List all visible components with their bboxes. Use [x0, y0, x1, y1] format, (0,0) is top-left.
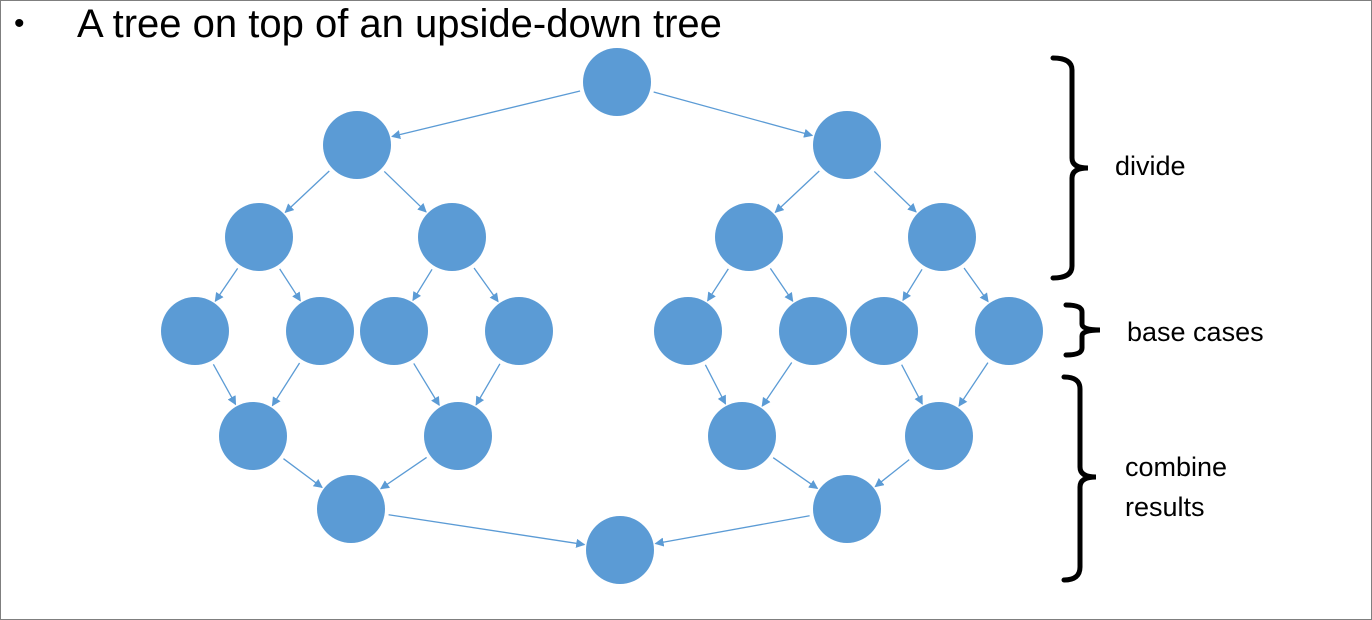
edge-root-R1 [653, 91, 814, 138]
combine-label-line2: results [1125, 492, 1205, 522]
base-cases-label: base cases [1127, 317, 1264, 347]
edge-d1-sink [388, 514, 586, 548]
edge-b3-c2 [413, 363, 440, 407]
node-b1 [161, 297, 229, 365]
node-c3 [708, 402, 776, 470]
edge-c2-d1 [379, 456, 427, 490]
edge-RL-b5 [707, 268, 729, 302]
edge-R1-RR [873, 170, 917, 213]
node-c1 [219, 402, 287, 470]
edge-b1-c1 [212, 363, 237, 406]
node-b5 [654, 297, 722, 365]
edge-LL-b1 [214, 268, 239, 302]
edge-b2-c1 [271, 362, 301, 407]
node-b6 [779, 297, 847, 365]
edge-L1-LL [284, 170, 330, 213]
edge-L1-LR [383, 170, 427, 213]
edge-b8-c4 [958, 362, 989, 407]
bullet-marker: • [14, 7, 25, 40]
edge-RL-b6 [769, 268, 794, 302]
edge-LR-b4 [473, 267, 499, 303]
edge-b5-c3 [704, 364, 727, 405]
edge-c4-d2 [874, 459, 910, 488]
slide-title: A tree on top of an upside-down tree [77, 1, 722, 46]
divide-label: divide [1115, 151, 1186, 181]
edges-group [212, 90, 989, 548]
title-line: • A tree on top of an upside-down tree [14, 0, 722, 48]
edge-LR-b3 [412, 268, 433, 302]
edge-RR-b8 [963, 267, 989, 303]
node-b7 [850, 297, 918, 365]
divide-bracket [1050, 55, 1089, 281]
node-d2 [813, 475, 881, 543]
edge-b6-c3 [761, 362, 793, 407]
node-c2 [424, 402, 492, 470]
node-b4 [485, 297, 553, 365]
combine-bracket [1061, 374, 1097, 583]
node-R1 [813, 111, 881, 179]
edge-c3-d2 [772, 457, 819, 489]
node-RR [908, 203, 976, 271]
node-RL [715, 203, 783, 271]
edge-b4-c2 [475, 363, 501, 406]
nodes-group [161, 48, 1043, 584]
node-sink [586, 516, 654, 584]
combine-label-line1: combine [1125, 452, 1228, 482]
base-cases-bracket [1063, 302, 1101, 358]
node-d1 [317, 475, 385, 543]
node-b8 [975, 297, 1043, 365]
edge-RR-b7 [902, 268, 923, 302]
edge-root-L1 [391, 90, 581, 140]
edge-c1-d1 [283, 458, 323, 489]
node-b2 [286, 297, 354, 365]
node-c4 [905, 402, 973, 470]
edge-d2-sink [654, 515, 810, 547]
edge-R1-RL [774, 170, 820, 213]
node-LR [418, 203, 486, 271]
node-LL [225, 203, 293, 271]
edge-b7-c4 [901, 364, 923, 405]
node-b3 [360, 297, 428, 365]
node-L1 [323, 111, 391, 179]
node-root [583, 48, 651, 116]
edge-LL-b2 [279, 268, 301, 302]
